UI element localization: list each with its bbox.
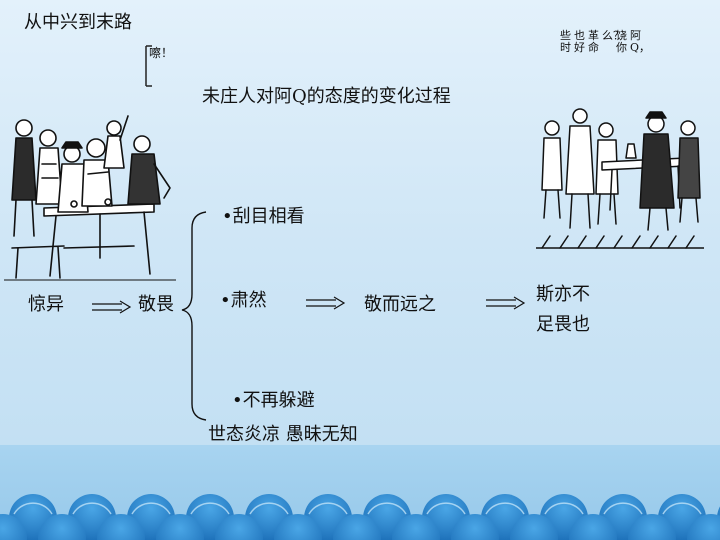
speech-right-col-1: 阿Q， (630, 29, 651, 54)
scallop-decoration (0, 494, 720, 540)
speech-right-col-2: 饶你 (616, 29, 627, 54)
summary-line: 世态炎凉 愚昧无知 (208, 424, 358, 445)
speech-left-text: 嚓！ (149, 46, 174, 60)
illustration-crowd-right (536, 108, 704, 249)
speech-right-col-3: 么？ (602, 29, 624, 42)
slide-title: 从中兴到末路 (24, 12, 132, 33)
result-keep-distance: 敬而远之 (364, 294, 436, 315)
outcome-line-1: 斯亦不 (536, 284, 590, 305)
branch-no-longer-avoid: •不再躲避 (232, 390, 315, 411)
arrow-1 (92, 300, 132, 314)
arrow-2 (306, 296, 346, 310)
branch-solemn: •肃然 (220, 290, 267, 311)
speech-right-col-4: 革命 (588, 29, 599, 54)
speech-right-col-6: 些时 (560, 29, 571, 54)
outcome-line-2: 足畏也 (536, 314, 590, 335)
arrow-3 (486, 296, 526, 310)
curly-brace (181, 211, 207, 421)
stage-surprise: 惊异 (28, 294, 64, 315)
speech-bubble-right: 阿Q， 饶你 么？ 革命 也好 些时 (560, 29, 651, 86)
speech-bubble-left: 嚓！ (142, 44, 174, 90)
slide-subtitle: 未庄人对阿Q的态度的变化过程 (202, 86, 451, 107)
branch-look-anew: •刮目相看 (222, 206, 305, 227)
stage-awe: 敬畏 (138, 294, 174, 315)
illustration-villagers-left (4, 115, 176, 281)
speech-right-col-5: 也好 (574, 29, 585, 54)
